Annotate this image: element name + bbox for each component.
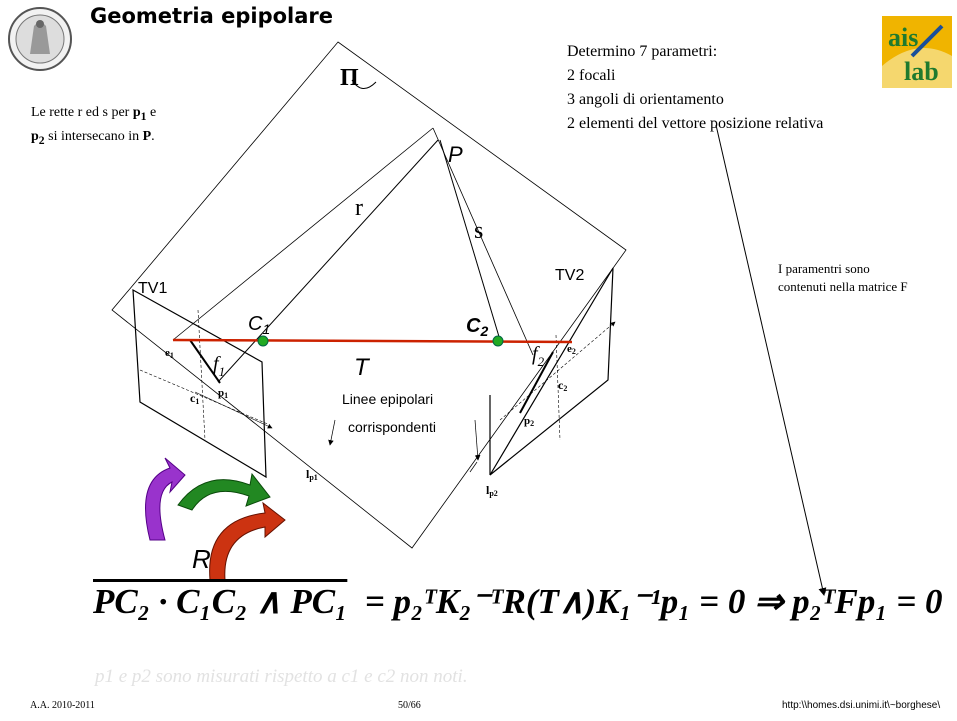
center-2-label: C2 bbox=[466, 315, 488, 339]
epipole-2-label: e2 bbox=[567, 343, 576, 356]
image-plane-1 bbox=[132, 288, 267, 479]
equation-lhs: PC₂ · C₁C₂ ∧ PC₁ bbox=[93, 582, 348, 621]
plane-pi bbox=[111, 41, 627, 549]
page-number: 50/66 bbox=[398, 700, 421, 711]
baseline-label: T bbox=[354, 354, 371, 381]
faded-note: p1 e p2 sono misurati rispetto a c1 e c2… bbox=[95, 666, 468, 687]
intersection-note: Le rette r ed s per p1 e p2 si interseca… bbox=[31, 105, 157, 147]
principal-point-1-label: c1 bbox=[190, 391, 199, 406]
equation-rhs: = p₂ᵀK₂⁻ᵀR(T∧)K₁⁻¹p₁ = 0 ⇒ p₂ᵀFp₁ = 0 bbox=[364, 582, 943, 621]
svg-text:ais: ais bbox=[888, 23, 918, 52]
matrix-f-note: I paramentri sono contenuti nella matric… bbox=[778, 261, 908, 294]
university-seal-logo bbox=[8, 7, 72, 71]
epipolar-line-2-label: lp2 bbox=[486, 483, 498, 498]
ais-lab-logo: ais lab bbox=[882, 16, 952, 88]
parameters-list: Determino 7 parametri: 2 focali 3 angoli… bbox=[567, 40, 823, 136]
parameter-item: 2 elementi del vettore posizione relativ… bbox=[567, 115, 824, 132]
epipolar-line-1-label: lp1 bbox=[306, 467, 318, 482]
plane-label: Π bbox=[340, 65, 359, 91]
camera-1-label: TV1 bbox=[138, 280, 167, 297]
principal-point-2-label: c2 bbox=[558, 378, 567, 393]
camera-2-label: TV2 bbox=[555, 267, 584, 284]
rotation-arrow-green bbox=[177, 472, 271, 511]
slide-title: Geometria epipolare bbox=[90, 4, 334, 28]
point-p-label: P bbox=[448, 142, 463, 167]
baseline-t bbox=[172, 338, 573, 344]
rotation-label: R bbox=[192, 544, 211, 574]
projection-2-label: p2 bbox=[524, 415, 534, 428]
epipolar-caption-line1: Linee epipolari bbox=[342, 391, 433, 407]
center-c2 bbox=[492, 335, 504, 347]
focal-1-label: f1 bbox=[213, 353, 225, 379]
ray-r-label: r bbox=[355, 195, 363, 221]
rotation-arrow-red bbox=[209, 501, 286, 581]
svg-text:lab: lab bbox=[904, 57, 939, 86]
epipolar-caption-line2: corrispondenti bbox=[348, 419, 436, 435]
footer-url[interactable]: http:\\homes.dsi.unimi.it\~borghese\ bbox=[782, 700, 941, 711]
pointer-arrow bbox=[715, 124, 827, 596]
focal-2-label: f2 bbox=[532, 343, 545, 369]
ray-s-label: s bbox=[474, 218, 483, 244]
center-c1 bbox=[257, 335, 269, 347]
parameters-heading: Determino 7 parametri: bbox=[567, 43, 718, 60]
parameter-item: 2 focali bbox=[567, 67, 616, 84]
footer-date: A.A. 2010-2011 bbox=[30, 700, 95, 711]
epipole-1-label: e1 bbox=[165, 347, 174, 360]
epipolar-equation: PC₂ · C₁C₂ ∧ PC₁ = p₂ᵀK₂⁻ᵀR(T∧)K₁⁻¹p₁ = … bbox=[93, 582, 943, 622]
rotation-arrow-purple bbox=[145, 457, 186, 541]
projection-1-label: p1 bbox=[218, 387, 228, 400]
center-1-label: C1 bbox=[248, 313, 270, 337]
parameter-item: 3 angoli di orientamento bbox=[567, 91, 724, 108]
